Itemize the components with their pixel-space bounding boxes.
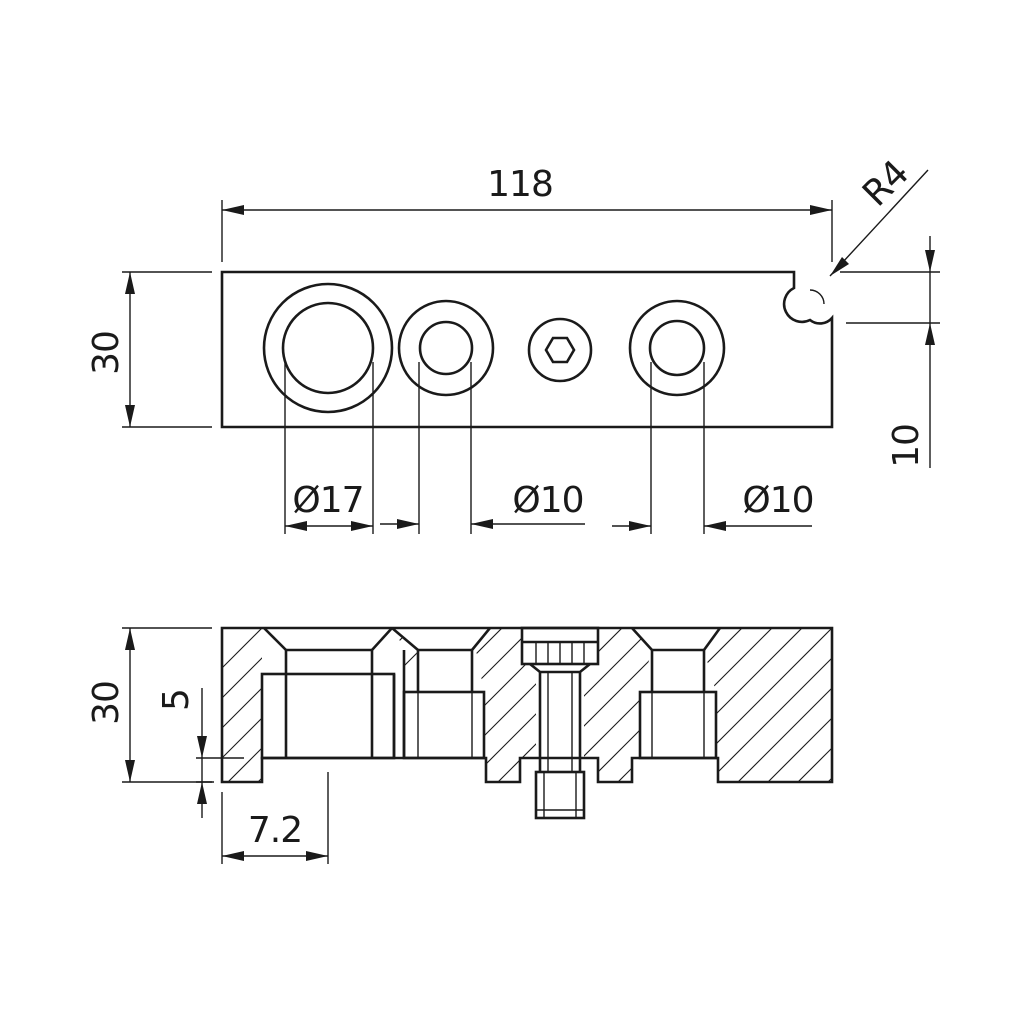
hatch-line [880, 620, 1024, 790]
section-view-dimensions: 30 5 7.2 [86, 627, 329, 864]
right-hole-bore [648, 319, 706, 377]
large-hole-counterbore [262, 282, 394, 414]
section-outline [220, 626, 834, 784]
dim-overall-length: 118 [487, 164, 553, 205]
dim-section-step: 5 [156, 689, 197, 711]
hatch-line [699, 628, 832, 782]
dim-edge-offset: 7.2 [248, 810, 302, 851]
section-view [220, 620, 1024, 820]
hatch-line [729, 628, 832, 782]
dim-section-height: 30 [86, 681, 127, 725]
dim-top-height: 30 [86, 331, 127, 375]
hatch-line [970, 620, 1024, 790]
hatch-line [850, 620, 1020, 790]
middle-hole-counterbore [397, 299, 495, 397]
hatch-line [910, 620, 1024, 790]
dim-middle-hole: Ø10 [512, 480, 583, 521]
hatch-line [819, 628, 832, 782]
dim-right-hole: Ø10 [742, 480, 813, 521]
dim-large-hole: Ø17 [292, 480, 363, 521]
hex-screw-head [527, 317, 593, 383]
hatch-line [759, 628, 832, 782]
right-hole-counterbore [628, 299, 726, 397]
top-view-dimensions: 118 30 R4 10 Ø17 Ø10 [86, 153, 940, 534]
dim-notch-radius: R4 [855, 153, 916, 214]
hex-socket-icon [544, 336, 576, 364]
right-hole-section [631, 627, 722, 760]
top-view-outline [220, 270, 834, 429]
top-view [220, 270, 834, 429]
hatch-line [222, 628, 271, 782]
hatch-line [940, 620, 1024, 790]
socket-screw [520, 626, 600, 820]
notch-arc-hint [809, 289, 825, 305]
hatch-line [789, 628, 832, 782]
large-hole-section [260, 627, 396, 760]
section-hatching [222, 620, 1024, 790]
large-hole-bore [281, 301, 375, 395]
dim-notch-offset: 10 [886, 424, 927, 468]
middle-hole-bore [418, 320, 474, 376]
middle-hole-section [391, 627, 492, 760]
